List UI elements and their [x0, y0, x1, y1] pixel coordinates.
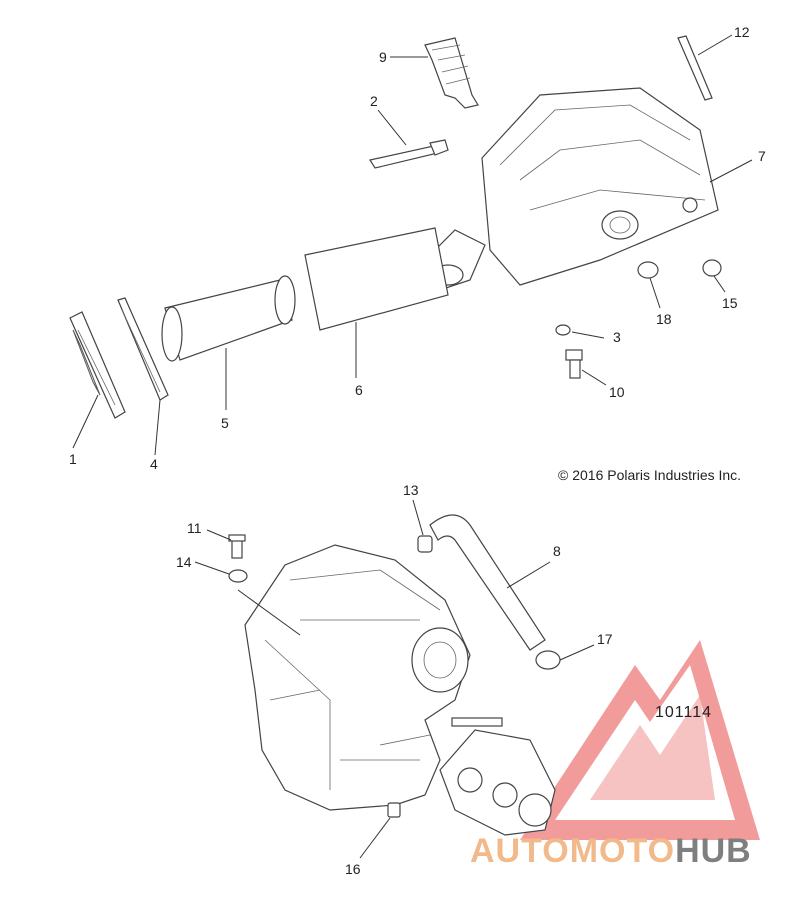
callout-13: 13: [403, 482, 419, 498]
callout-9: 9: [379, 49, 387, 65]
part-2-clip: [369, 139, 449, 169]
part-14-washer: [228, 569, 248, 583]
callout-2: 2: [370, 93, 378, 109]
engine-housing: [244, 544, 471, 811]
part-17-clamp: [535, 650, 561, 670]
part-6-prefilter: [304, 227, 449, 331]
part-12-rod: [677, 35, 713, 101]
brand-part-2: HUB: [675, 832, 752, 870]
callout-14: 14: [176, 554, 192, 570]
callout-11: 11: [187, 520, 202, 536]
diagram-part-number: 101114: [655, 704, 713, 721]
part-16-fitting: [387, 802, 401, 818]
callout-8: 8: [553, 543, 561, 559]
callout-18: 18: [656, 311, 672, 327]
callout-17: 17: [597, 631, 613, 647]
copyright-text: © 2016 Polaris Industries Inc.: [558, 467, 742, 483]
part-3-oring: [555, 324, 571, 336]
part-18-washer: [637, 261, 659, 279]
callout-7: 7: [758, 148, 766, 164]
part-10-valve: [565, 349, 583, 379]
part-15-grommet: [702, 259, 722, 277]
watermark-brand: AUTOMOTOHUB: [470, 832, 752, 871]
callout-1: 1: [69, 451, 77, 467]
throttle-body: [439, 717, 556, 836]
callout-6: 6: [355, 382, 363, 398]
part-11-bolt: [228, 534, 246, 559]
callout-4: 4: [150, 456, 158, 472]
part-8-hose: [429, 514, 546, 651]
part-4-gasket: [117, 297, 169, 401]
callout-16: 16: [345, 861, 361, 877]
part-9-bracket: [424, 37, 479, 109]
part-1-cover: [69, 311, 126, 419]
watermark-logo: [520, 640, 760, 840]
part-5-filter: [161, 275, 296, 362]
part-7-airbox: [429, 87, 719, 291]
callout-10: 10: [609, 384, 625, 400]
callout-3: 3: [613, 329, 621, 345]
callout-12: 12: [734, 24, 750, 40]
callout-5: 5: [221, 415, 229, 431]
brand-part-1: AUTOMOTO: [470, 832, 676, 870]
part-13-clamp: [417, 535, 433, 553]
callout-15: 15: [722, 295, 738, 311]
